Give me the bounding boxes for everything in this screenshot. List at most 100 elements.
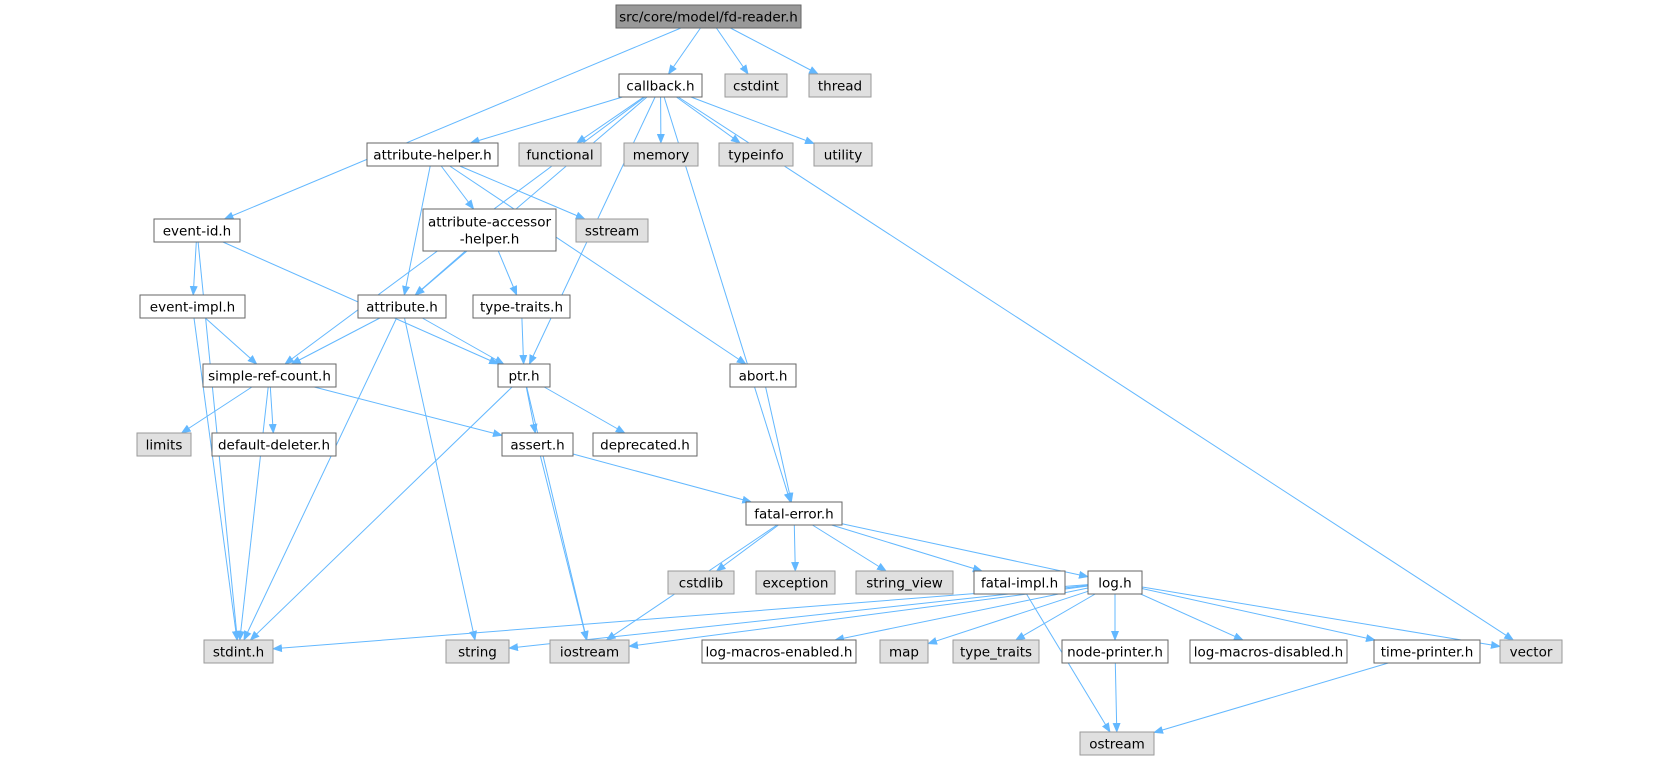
node-time-printer[interactable]: time-printer.h: [1373, 639, 1481, 664]
edge-log-to-time_printer: [1141, 588, 1376, 642]
node-map: map: [879, 639, 929, 664]
node-label: abort.h: [739, 369, 788, 385]
edge-log-to-log_dis: [1140, 593, 1244, 641]
node-attribute[interactable]: attribute.h: [357, 294, 447, 319]
node-log-en[interactable]: log-macros-enabled.h: [701, 639, 857, 664]
node-label: functional: [526, 148, 593, 164]
node-box: [813, 142, 873, 167]
node-default-del[interactable]: default-deleter.h: [211, 432, 337, 457]
edge-attr_acc-to-attribute: [414, 250, 466, 296]
node-box: [973, 570, 1066, 595]
edge-log-to-stdint: [272, 584, 1089, 653]
node-box: [729, 363, 797, 388]
edge-attr_helper-to-attribute: [402, 165, 431, 296]
node-box: [745, 501, 843, 526]
node-fd-reader[interactable]: src/core/model/fd-reader.h: [615, 4, 802, 29]
node-box: [592, 432, 698, 457]
edge-callback-to-functional: [575, 96, 645, 144]
node-label: sstream: [585, 224, 639, 240]
node-label: iostream: [560, 645, 619, 661]
node-box: [808, 73, 872, 98]
node-exception: exception: [755, 570, 836, 595]
node-box: [618, 73, 703, 98]
node-callback[interactable]: callback.h: [618, 73, 703, 98]
node-box: [1087, 570, 1143, 595]
node-fatal-error[interactable]: fatal-error.h: [745, 501, 843, 526]
edge-simple_ref-to-stdint: [236, 386, 269, 641]
edge-assert-to-fatal_error: [572, 453, 753, 504]
node-fatal-impl[interactable]: fatal-impl.h: [973, 570, 1066, 595]
node-event-id[interactable]: event-id.h: [153, 218, 241, 243]
edge-ptr-to-assert: [525, 386, 538, 434]
node-label: default-deleter.h: [218, 438, 330, 454]
node-event-impl[interactable]: event-impl.h: [139, 294, 246, 319]
node-label: thread: [818, 79, 862, 95]
edge-event_id-to-event_impl: [189, 241, 198, 296]
node-label: attribute.h: [366, 300, 438, 316]
node-label: limits: [146, 438, 183, 454]
node-label: deprecated.h: [600, 438, 690, 454]
node-label: memory: [633, 148, 689, 164]
node-label: vector: [1510, 645, 1553, 661]
node-box: [1499, 639, 1563, 664]
node-log-dis[interactable]: log-macros-disabled.h: [1189, 639, 1348, 664]
node-deprecated[interactable]: deprecated.h: [592, 432, 698, 457]
edge-log-to-iostream: [628, 585, 1089, 650]
edge-attr_helper-to-attr_acc: [440, 165, 475, 210]
node-box: [1061, 639, 1169, 664]
node-simple-ref[interactable]: simple-ref-count.h: [202, 363, 337, 388]
node-box: [667, 570, 735, 595]
node-functional: functional: [518, 142, 602, 167]
edge-attribute-to-string: [404, 317, 477, 641]
node-label: node-printer.h: [1067, 645, 1163, 661]
node-box: [518, 142, 602, 167]
edge-ptr-to-iostream: [526, 386, 589, 641]
edge-log-to-log_en: [834, 587, 1089, 643]
node-box: [701, 639, 857, 664]
node-box: [366, 142, 499, 167]
edge-simple_ref-to-assert: [314, 386, 503, 438]
node-label: ostream: [1089, 737, 1145, 753]
node-label: fatal-error.h: [754, 507, 834, 523]
edge-callback-to-attr_helper: [469, 96, 623, 145]
node-utility: utility: [813, 142, 873, 167]
node-limits: limits: [136, 432, 192, 457]
node-label: stdint.h: [213, 645, 264, 661]
node-attr-acc[interactable]: attribute-accessor-helper.h: [422, 208, 557, 252]
node-label: map: [889, 645, 919, 661]
edge-event_impl-to-simple_ref: [204, 317, 258, 365]
node-abort[interactable]: abort.h: [729, 363, 797, 388]
node-box: [136, 432, 192, 457]
edge-assert-to-iostream: [539, 455, 589, 641]
node-label: log-macros-enabled.h: [706, 645, 853, 661]
node-label: log.h: [1098, 576, 1131, 592]
node-box: [153, 218, 241, 243]
node-type-traits-h[interactable]: type-traits.h: [472, 294, 571, 319]
node-thread: thread: [808, 73, 872, 98]
node-box: [472, 294, 571, 319]
edge-simple_ref-to-limits: [180, 386, 253, 434]
node-box: [755, 570, 836, 595]
edge-attr_helper-to-sstream: [459, 165, 586, 220]
node-box: [202, 363, 337, 388]
node-attr-helper[interactable]: attribute-helper.h: [366, 142, 499, 167]
node-box: [879, 639, 929, 664]
node-box: [952, 639, 1040, 664]
node-ptr[interactable]: ptr.h: [497, 363, 551, 388]
edge-attr_acc-to-type_traits_h: [497, 250, 518, 296]
node-label: src/core/model/fd-reader.h: [619, 10, 798, 26]
node-box: [623, 142, 699, 167]
node-type-traits: type_traits: [952, 639, 1040, 664]
node-label: string: [458, 645, 497, 661]
edge-log-to-vector: [1141, 586, 1501, 649]
node-assert[interactable]: assert.h: [501, 432, 574, 457]
edge-callback-to-vector: [677, 96, 1515, 641]
node-log[interactable]: log.h: [1087, 570, 1143, 595]
node-sstream: sstream: [575, 218, 649, 243]
edge-fatal_error-to-fatal_impl: [831, 524, 983, 573]
node-label: simple-ref-count.h: [208, 369, 331, 385]
edge-type_traits_h-to-ptr: [519, 317, 528, 365]
node-node-printer[interactable]: node-printer.h: [1061, 639, 1169, 664]
node-label: callback.h: [626, 79, 694, 95]
